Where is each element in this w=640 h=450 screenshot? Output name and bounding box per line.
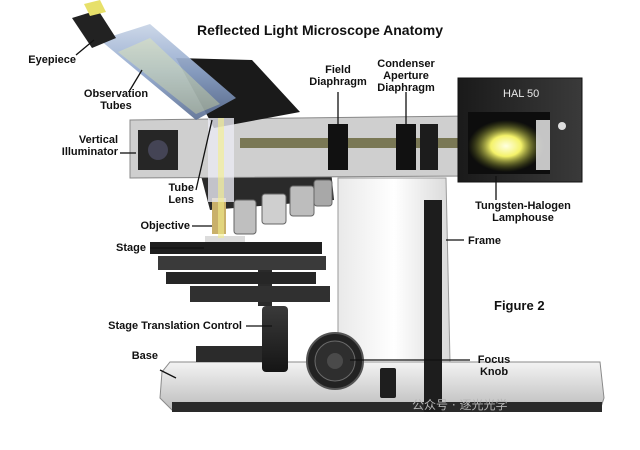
label-lamphouse-line-2: Lamphouse: [492, 212, 554, 224]
label-condenser-line-3: Diaphragm: [377, 82, 435, 94]
label-stage-translation-control: Stage Translation Control: [108, 320, 242, 332]
label-condenser-line-2: Aperture: [383, 70, 429, 82]
label-observation-tubes-line-2: Tubes: [100, 100, 132, 112]
label-vertical-illuminator-line-1: Vertical: [78, 134, 118, 146]
diagram-title: Reflected Light Microscope Anatomy: [196, 22, 444, 38]
label-tungsten-halogen-lamphouse: Tungsten-Halogen Lamphouse: [448, 200, 598, 224]
label-field-diaphragm: Field Diaphragm: [300, 64, 376, 88]
label-condenser-aperture-diaphragm: Condenser Aperture Diaphragm: [366, 58, 446, 94]
label-base: Base: [131, 350, 158, 362]
label-condenser-line-1: Condenser: [377, 58, 435, 70]
leader-observation-tubes: [129, 69, 143, 91]
label-eyepiece: Eyepiece: [28, 54, 76, 66]
leader-tube-lens: [195, 119, 213, 191]
label-vertical-illuminator: Vertical Illuminator: [0, 134, 118, 158]
label-observation-tubes-line-1: Observation: [83, 88, 149, 100]
leader-eyepiece: [75, 39, 95, 56]
watermark: 公众号 · 逐光光学: [412, 398, 508, 412]
label-vertical-illuminator-line-2: Illuminator: [61, 146, 118, 158]
label-focus-knob: Focus Knob: [464, 354, 524, 378]
leader-base: [159, 369, 177, 379]
label-field-diaphragm-line-2: Diaphragm: [309, 76, 367, 88]
label-field-diaphragm-line-1: Field: [325, 64, 351, 76]
label-tube-lens-line-1: Tube: [168, 182, 194, 194]
label-frame: Frame: [468, 235, 502, 247]
label-objective: Objective: [140, 220, 190, 232]
label-tube-lens-line-2: Lens: [168, 194, 194, 206]
label-stage: Stage: [116, 242, 146, 254]
label-tube-lens: Tube Lens: [130, 182, 194, 206]
label-focus-knob-line-1: Focus: [477, 354, 511, 366]
figure-label: Figure 2: [494, 298, 545, 313]
label-lamphouse-line-1: Tungsten-Halogen: [475, 200, 571, 212]
label-focus-knob-line-2: Knob: [479, 366, 509, 378]
label-observation-tubes: Observation Tubes: [56, 88, 176, 112]
lamphouse-text: HAL 50: [503, 88, 540, 100]
